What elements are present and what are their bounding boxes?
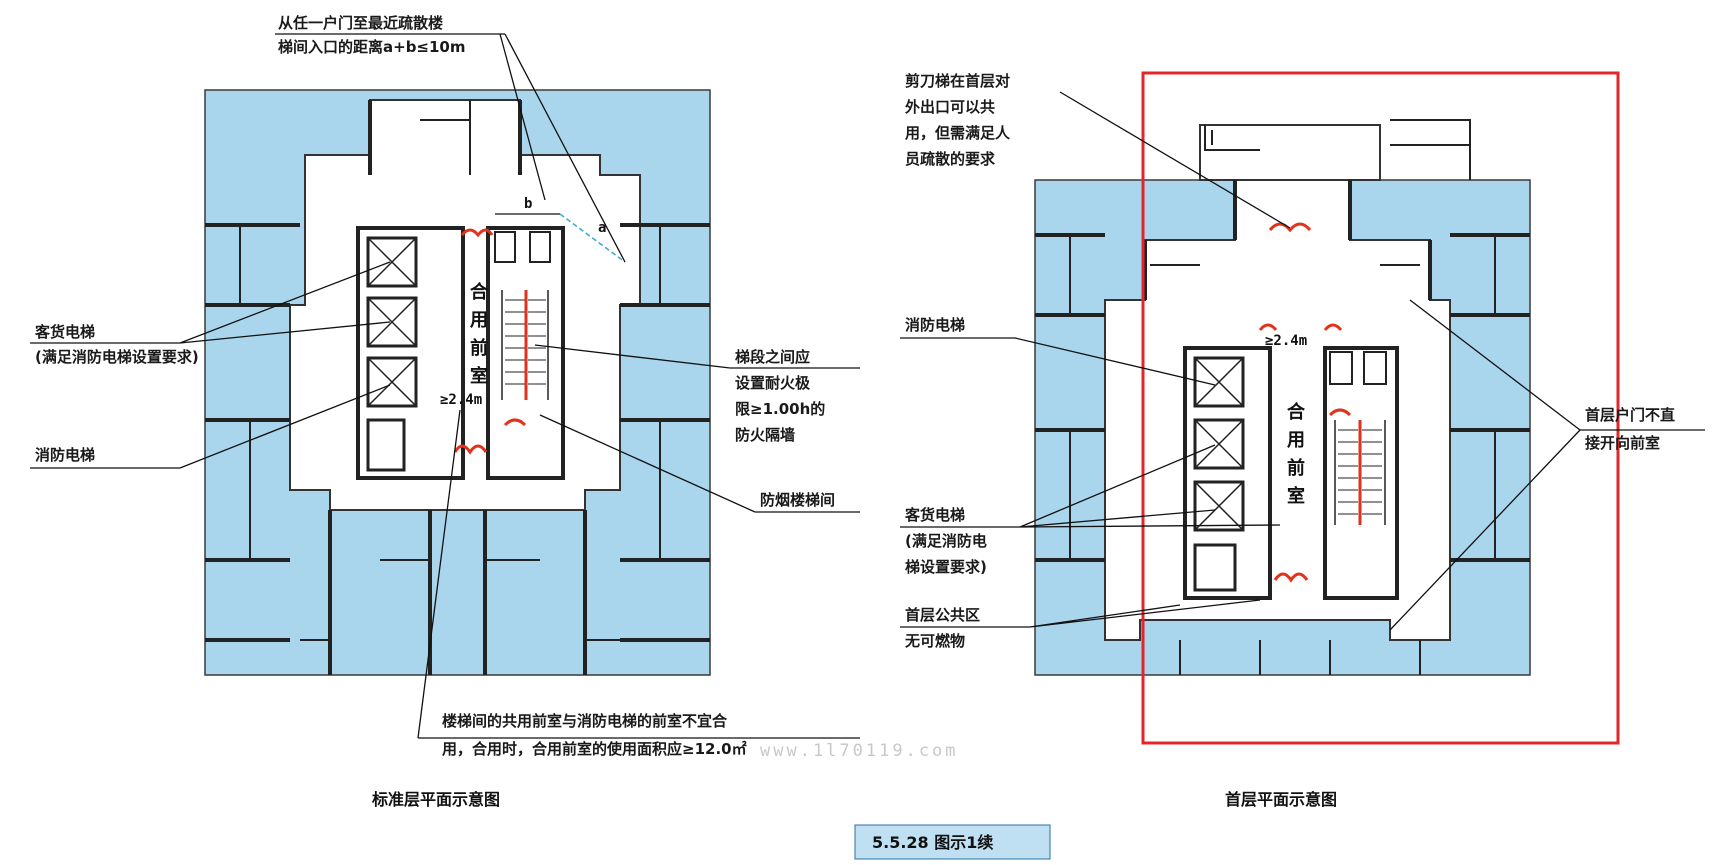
right-fire-door-entry bbox=[1268, 222, 1312, 233]
right-dim-width: ≥2.4m bbox=[1265, 333, 1307, 349]
right-elevator-bank bbox=[1183, 346, 1272, 600]
left-top-note-2: 梯间入口的距离a+b≤10m bbox=[278, 38, 466, 56]
right-fire-door-stair bbox=[1328, 408, 1352, 417]
left-shaft bbox=[366, 418, 406, 472]
left-lobby-label-2: 用 bbox=[470, 310, 488, 331]
right-door-note-1: 首层户门不直 bbox=[1585, 406, 1675, 424]
right-scissor-note-3: 用，但需满足人 bbox=[905, 124, 1011, 142]
right-lobby-label-2: 用 bbox=[1287, 430, 1305, 451]
right-passenger-elevator-note-2: (满足消防电 bbox=[905, 532, 987, 550]
right-door-note-2: 接开向前室 bbox=[1585, 434, 1660, 452]
left-lobby-label-3: 前 bbox=[470, 337, 488, 359]
right-highlight-frame bbox=[1141, 71, 1620, 745]
right-fire-elevator-note: 消防电梯 bbox=[905, 316, 965, 334]
left-firewall-note-3: 限≥1.00h的 bbox=[735, 400, 825, 418]
left-bottom-note-1: 楼梯间的共用前室与消防电梯的前室不宜合 bbox=[442, 712, 728, 730]
right-entry-block bbox=[1199, 124, 1381, 181]
right-scissor-note-4: 员疏散的要求 bbox=[905, 150, 996, 168]
right-public-area-note-1: 首层公共区 bbox=[905, 606, 980, 624]
figure-tag: 5.5.28 图示1续 bbox=[854, 824, 1051, 860]
right-stair bbox=[1323, 346, 1399, 600]
left-fire-door-top bbox=[460, 228, 494, 238]
right-lobby-label-1: 合 bbox=[1287, 401, 1306, 423]
right-lobby-label-3: 前 bbox=[1287, 457, 1305, 479]
left-passenger-elevator-note-1: 客货电梯 bbox=[34, 323, 95, 341]
left-firewall-note-4: 防火隔墙 bbox=[735, 426, 795, 444]
left-passenger-elevator-note-2: (满足消防电梯设置要求) bbox=[35, 348, 199, 366]
right-passenger-elevator-note-3: 梯设置要求) bbox=[905, 558, 987, 576]
left-lobby-label-1: 合 bbox=[470, 281, 489, 303]
left-top-note-1: 从任一户门至最近疏散楼 bbox=[278, 14, 443, 32]
left-dim-a: a bbox=[598, 220, 606, 236]
left-smoke-stair-note: 防烟楼梯间 bbox=[760, 491, 835, 509]
left-annotations: 从任一户门至最近疏散楼 梯间入口的距离a+b≤10m 客货电梯 (满足消防电梯设… bbox=[30, 14, 860, 809]
right-fire-door-bottom bbox=[1273, 572, 1309, 583]
right-floor-plan: 合 用 前 室 ≥2.4m bbox=[1034, 71, 1620, 745]
right-lobby-label-4: 室 bbox=[1287, 485, 1305, 507]
left-elevator-bank bbox=[356, 226, 465, 480]
right-scissor-note-2: 外出口可以共 bbox=[904, 98, 995, 116]
watermark: www.1l70119.com bbox=[760, 741, 959, 761]
right-public-area-note-2: 无可燃物 bbox=[904, 632, 965, 650]
right-passenger-elevator-note-1: 客货电梯 bbox=[904, 506, 965, 524]
left-fire-door-bottom bbox=[453, 444, 488, 455]
left-firewall-note-1: 梯段之间应 bbox=[735, 348, 810, 366]
left-dim-b: b bbox=[524, 196, 532, 212]
left-floor-plan: b a 合 用 前 室 ≥2.4m bbox=[204, 89, 711, 676]
right-scissor-note-1: 剪刀梯在首层对 bbox=[905, 72, 1010, 90]
left-bottom-note-2: 用，合用时，合用前室的使用面积应≥12.0㎡ bbox=[442, 740, 747, 758]
left-fire-elevator-note: 消防电梯 bbox=[35, 446, 95, 464]
left-firewall-note-2: 设置耐火极 bbox=[735, 374, 811, 392]
left-stair bbox=[486, 226, 565, 480]
left-caption: 标准层平面示意图 bbox=[371, 790, 500, 809]
left-dim-width: ≥2.4m bbox=[440, 392, 482, 408]
right-fire-door-lobby bbox=[1258, 323, 1343, 331]
left-lobby-label-4: 室 bbox=[470, 365, 488, 387]
right-caption: 首层平面示意图 bbox=[1225, 790, 1337, 809]
right-shaft bbox=[1193, 543, 1237, 592]
figure-tag-text: 5.5.28 图示1续 bbox=[872, 833, 993, 852]
left-fire-door-stair bbox=[503, 418, 527, 427]
right-annotations: 剪刀梯在首层对 外出口可以共 用，但需满足人 员疏散的要求 消防电梯 客货电梯 … bbox=[900, 72, 1705, 809]
